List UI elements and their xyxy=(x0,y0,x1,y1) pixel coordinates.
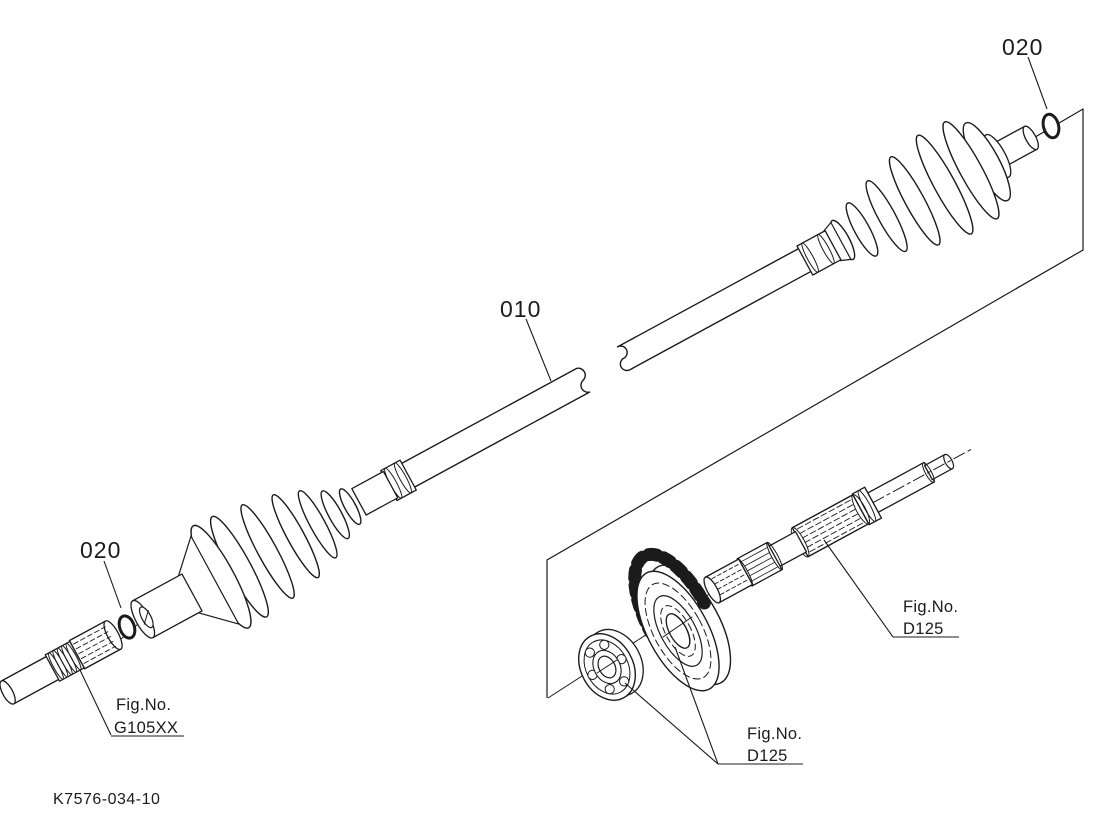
fig-ref-g105xx-prefix[interactable]: Fig.No. xyxy=(116,696,171,714)
propeller-shaft-assembly xyxy=(0,121,1039,705)
o-ring-right xyxy=(1041,112,1061,140)
section-plane-frame xyxy=(546,107,1084,698)
pinion-shaft-assembly xyxy=(577,449,972,701)
drawing-number: K7576-034-10 xyxy=(53,791,160,808)
drive-shaft-tube-right xyxy=(616,247,813,372)
part-callout-020-top[interactable]: 020 xyxy=(1002,34,1043,60)
o-ring-left xyxy=(117,614,137,640)
leader-lines xyxy=(79,56,1048,765)
part-callout-010[interactable]: 010 xyxy=(500,296,541,322)
shaft-spline-end-left xyxy=(0,620,123,705)
drive-shaft-tube-left xyxy=(398,367,591,490)
pinion-shaft xyxy=(703,449,972,604)
cv-boot-left xyxy=(130,459,417,639)
fig-ref-d125-shaft-code[interactable]: D125 xyxy=(903,620,944,638)
fig-ref-g105xx-code[interactable]: G105XX xyxy=(114,719,178,737)
cv-boot-right xyxy=(796,121,1039,276)
bevel-gear xyxy=(628,547,732,692)
fig-ref-d125-gear-prefix[interactable]: Fig.No. xyxy=(747,725,802,743)
part-callout-020-left[interactable]: 020 xyxy=(80,537,121,563)
fig-ref-d125-shaft-prefix[interactable]: Fig.No. xyxy=(903,598,958,616)
fig-ref-d125-gear-code[interactable]: D125 xyxy=(747,747,788,765)
alignment-line-overlays xyxy=(596,616,693,674)
